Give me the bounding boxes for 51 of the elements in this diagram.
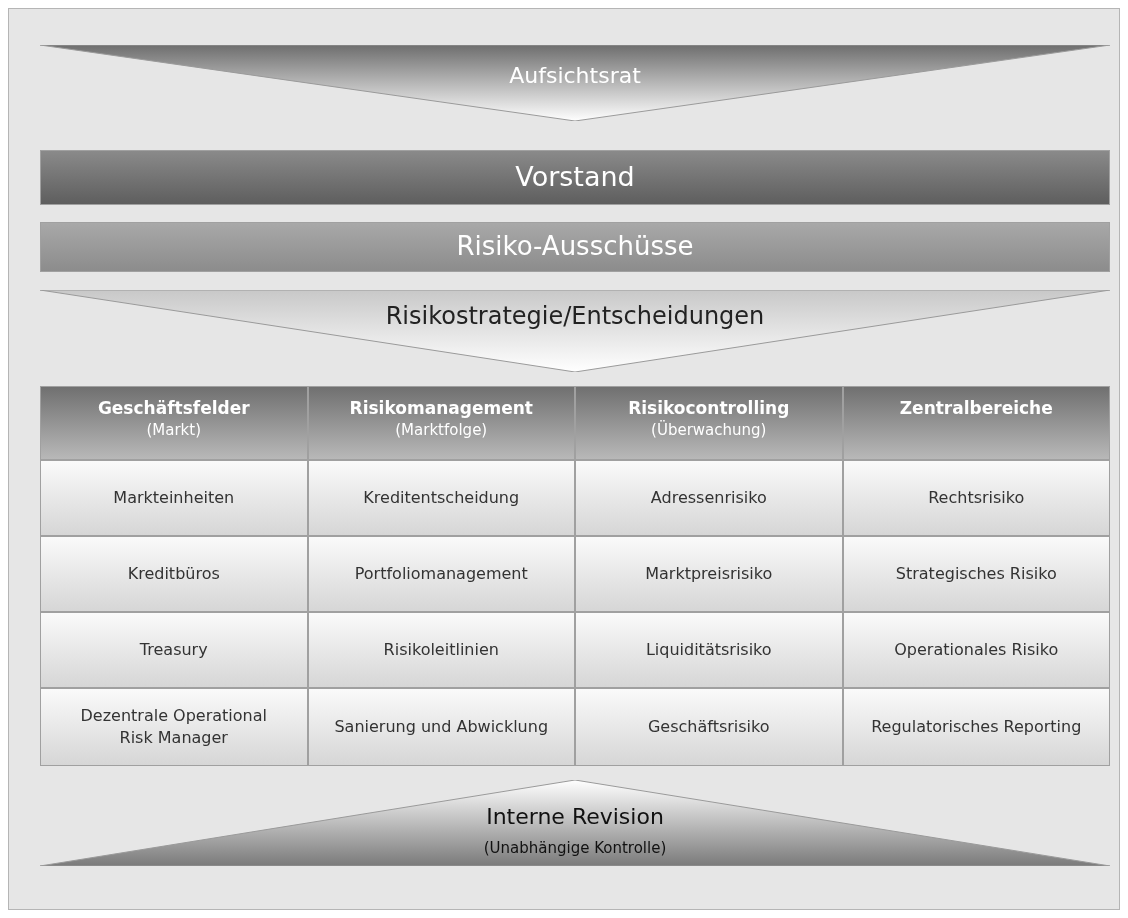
cell-text: Portfoliomanagement (354, 563, 528, 585)
cell-text: Geschäftsrisiko (647, 716, 770, 738)
cell-text: Sanierung und Abwicklung (334, 716, 549, 738)
table-cell (307, 536, 575, 612)
cell-text: Rechtsrisiko (928, 487, 1025, 509)
heading-text: Risikocontrolling (628, 397, 790, 420)
table-cell (575, 536, 843, 612)
table-cell (307, 688, 575, 766)
subheading-text: (Marktfolge) (395, 419, 488, 441)
table-cell (842, 688, 1110, 766)
cell-text: Strategisches Risiko (895, 563, 1057, 585)
column-header (575, 386, 843, 460)
table-cell (575, 612, 843, 688)
level-band (40, 222, 1110, 272)
table-cell (40, 536, 308, 612)
table-cell (842, 612, 1110, 688)
table-cell (842, 460, 1110, 536)
table-cell (842, 536, 1110, 612)
table-cell (40, 460, 308, 536)
cell-text: Dezentrale Operational Risk Manager (79, 705, 268, 749)
subheading-text: (Unabhängige Kontrolle) (483, 837, 667, 858)
heading-text: Zentralbereiche (899, 397, 1053, 420)
heading-text: Risikomanagement (349, 397, 533, 420)
table-cell (575, 688, 843, 766)
table-cell (575, 460, 843, 536)
heading-text: Risikostrategie/Entscheidungen (385, 301, 765, 332)
heading-text: Aufsichtsrat (509, 62, 641, 90)
cell-text: Markteinheiten (113, 487, 235, 509)
cell-text: Treasury (139, 639, 208, 661)
table-cell (40, 612, 308, 688)
heading-text: Vorstand (515, 160, 635, 195)
cell-text: Kreditbüros (127, 563, 220, 585)
heading-text: Geschäftsfelder (97, 397, 250, 420)
subheading-text: (Überwachung) (651, 419, 767, 441)
column-header (40, 386, 308, 460)
cell-text: Liquiditätsrisiko (645, 639, 772, 661)
column-header (842, 386, 1110, 460)
cell-text: Regulatorisches Reporting (871, 716, 1082, 738)
cell-text: Marktpreisrisiko (645, 563, 773, 585)
table-cell (40, 688, 308, 766)
column-header (307, 386, 575, 460)
cell-text: Operationales Risiko (894, 639, 1059, 661)
table-cell (307, 612, 575, 688)
level-band (40, 150, 1110, 205)
heading-text: Risiko-Ausschüsse (456, 230, 694, 264)
heading-text: Interne Revision (486, 803, 664, 832)
cell-text: Kreditentscheidung (363, 487, 520, 509)
cell-text: Adressenrisiko (650, 487, 767, 509)
table-cell (307, 460, 575, 536)
cell-text: Risikoleitlinien (383, 639, 499, 661)
subheading-text: (Markt) (146, 419, 202, 441)
